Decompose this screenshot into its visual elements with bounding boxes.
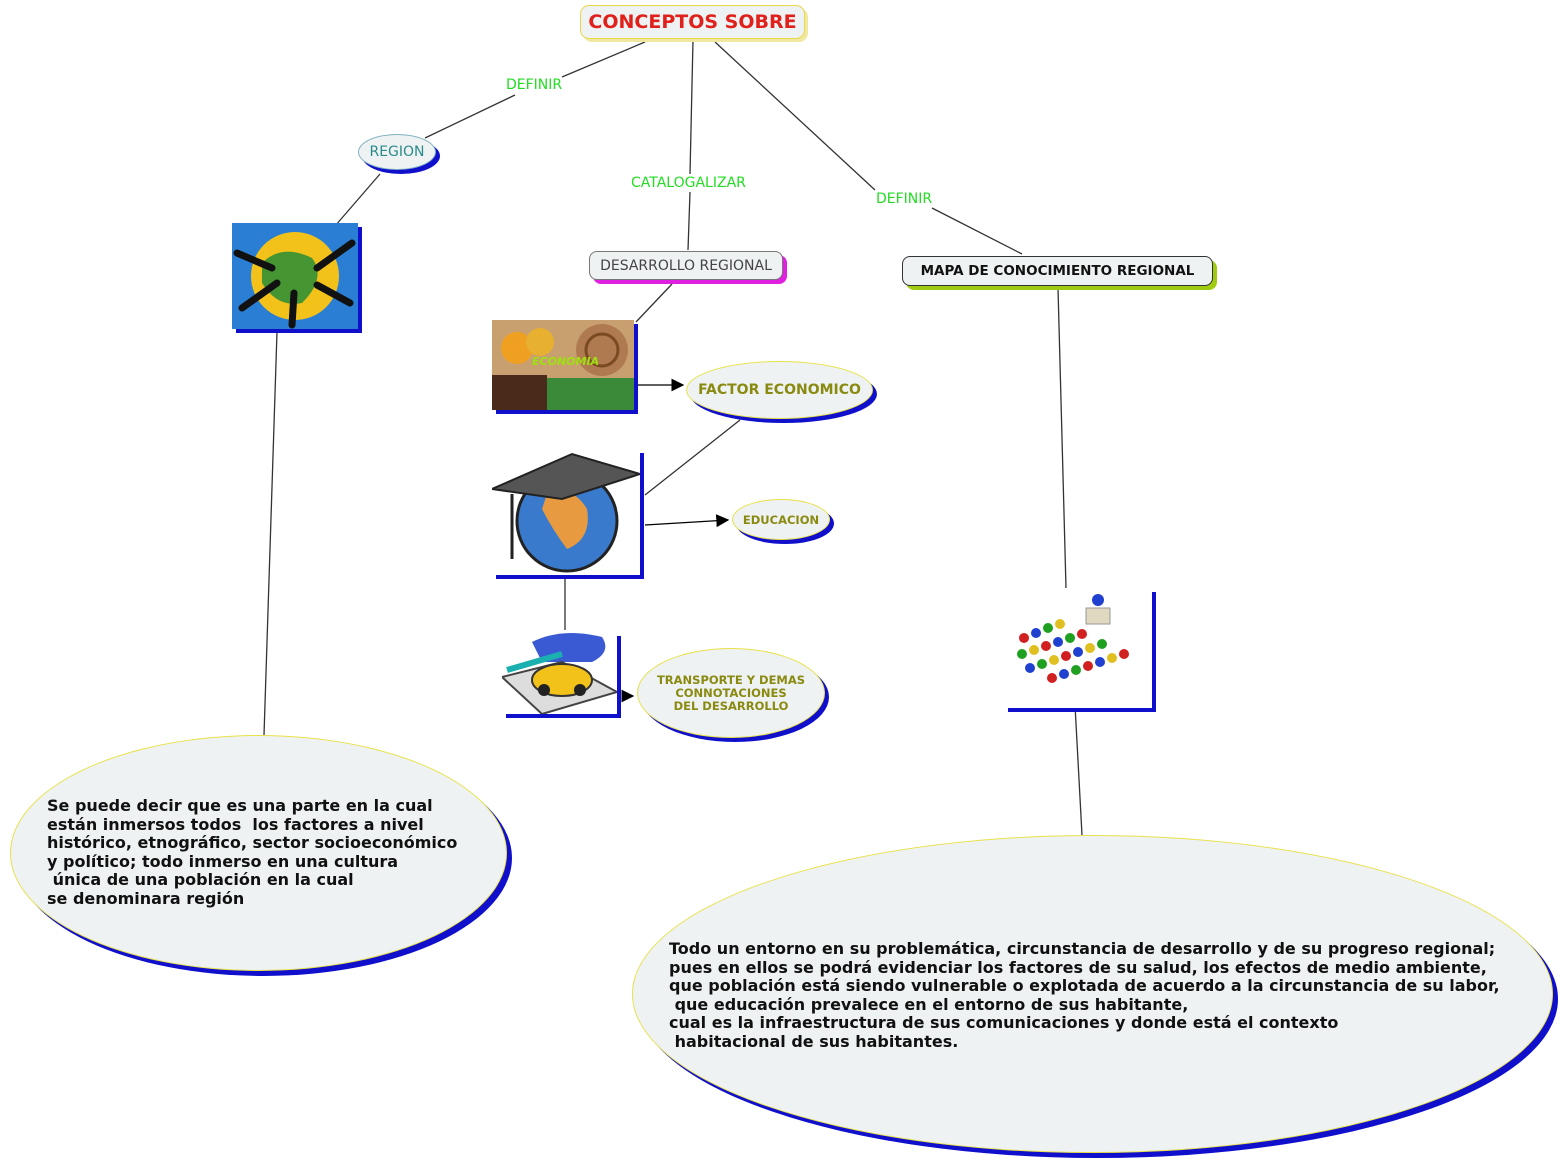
globe-hands-icon: [232, 223, 358, 329]
line-definir-region: [424, 94, 516, 139]
root-node[interactable]: CONCEPTOS SOBRE: [580, 5, 805, 39]
line-image-description: [263, 331, 278, 736]
desarrollo-regional-node[interactable]: DESARROLLO REGIONAL: [589, 251, 783, 280]
factor-economico-node[interactable]: FACTOR ECONOMICO: [686, 361, 873, 419]
car-road-image: [502, 632, 617, 714]
graduation-globe-image: [492, 449, 640, 575]
globe-hands-image: [232, 223, 358, 329]
mapa-description-text: Todo un entorno en su problemática, circ…: [669, 939, 1500, 1051]
line-root-catalogalizar: [689, 39, 694, 175]
mapa-description-node[interactable]: [632, 835, 1553, 1153]
region-node-label: REGION: [369, 144, 425, 160]
car-icon: [502, 633, 617, 714]
educacion-label: EDUCACION: [742, 512, 820, 527]
economia-collage-icon: ECONOMIA: [492, 320, 634, 410]
region-description-node[interactable]: [10, 735, 507, 971]
line-people-description: [1074, 704, 1083, 836]
region-description-text: Se puede decir que es una parte en la cu…: [47, 796, 458, 908]
link-label-catalogalizar: CATALOGALIZAR: [631, 175, 746, 191]
people-pawns-icon: [1017, 594, 1129, 683]
line-desarrollo-economia: [635, 283, 673, 323]
arrow-graduation-educacion: [644, 514, 730, 528]
people-pawns-image: [1004, 588, 1152, 708]
line-root-definir-left: [561, 41, 646, 78]
line-region-image: [334, 173, 381, 227]
line-catalogalizar-desarrollo: [687, 191, 691, 251]
region-node[interactable]: REGION: [358, 134, 436, 170]
economia-collage-image: ECONOMIA: [492, 320, 634, 410]
educacion-node[interactable]: EDUCACION: [732, 499, 830, 540]
factor-economico-label: FACTOR ECONOMICO: [698, 382, 861, 398]
transporte-label: TRANSPORTE Y DEMAS CONNOTACIONES DEL DES…: [656, 672, 806, 713]
line-mapa-people: [1057, 287, 1067, 589]
graduation-globe-icon: [492, 452, 640, 573]
root-node-label: CONCEPTOS SOBRE: [588, 11, 797, 33]
transporte-node[interactable]: TRANSPORTE Y DEMAS CONNOTACIONES DEL DES…: [637, 648, 825, 738]
mapa-conocimiento-node[interactable]: MAPA DE CONOCIMIENTO REGIONAL: [902, 256, 1213, 286]
line-factor-graduation: [644, 419, 741, 496]
line-definir-mapa: [931, 207, 1023, 255]
desarrollo-regional-label: DESARROLLO REGIONAL: [600, 257, 772, 274]
line-root-definir-right: [714, 41, 876, 191]
mapa-conocimiento-label: MAPA DE CONOCIMIENTO REGIONAL: [920, 263, 1195, 279]
economia-text: ECONOMIA: [532, 355, 599, 368]
link-label-definir-left: DEFINIR: [506, 77, 563, 93]
link-label-definir-right: DEFINIR: [876, 191, 933, 207]
